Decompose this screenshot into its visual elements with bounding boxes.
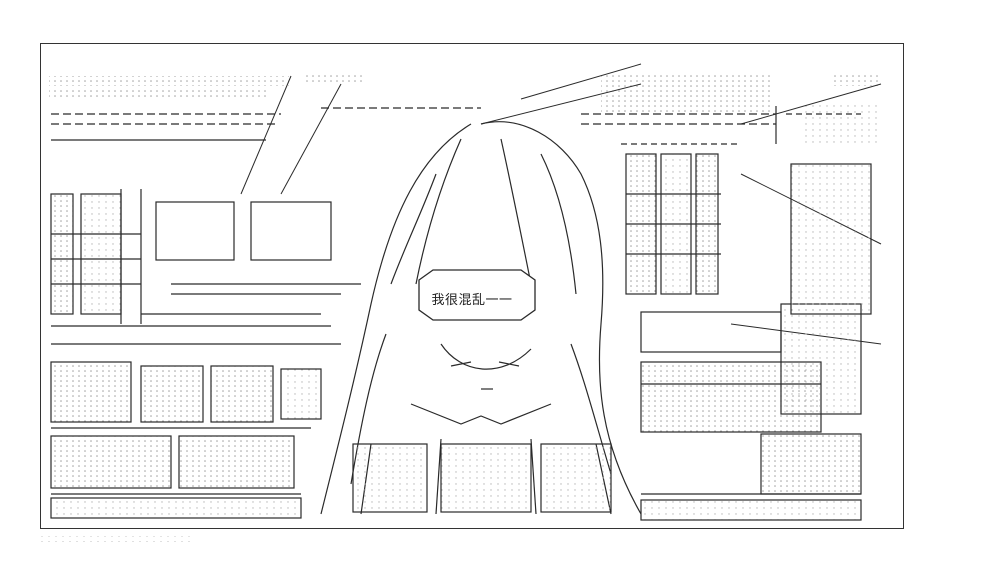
dot-band [49, 76, 289, 86]
speech-bubble-text: 我很混乱一一 [431, 292, 513, 308]
lower-left-structures [50, 361, 322, 519]
right-structures [625, 153, 872, 521]
ascii-art-drawing [49, 63, 882, 521]
diagonal-beams [240, 63, 882, 345]
speech-bubble: 我很混乱一一 [409, 272, 535, 324]
speech-bubble-shape [418, 269, 536, 321]
dot-band [49, 90, 269, 98]
rail-lines [51, 106, 861, 145]
dot-band [831, 74, 881, 86]
dot-band [306, 72, 366, 84]
left-windows [50, 189, 361, 345]
bottom-dotted-strip [40, 536, 190, 542]
ascii-art-panel: 我很混乱一一 [40, 43, 904, 529]
dot-band [601, 74, 771, 114]
dot-band [801, 104, 881, 144]
character-figure [320, 121, 642, 515]
